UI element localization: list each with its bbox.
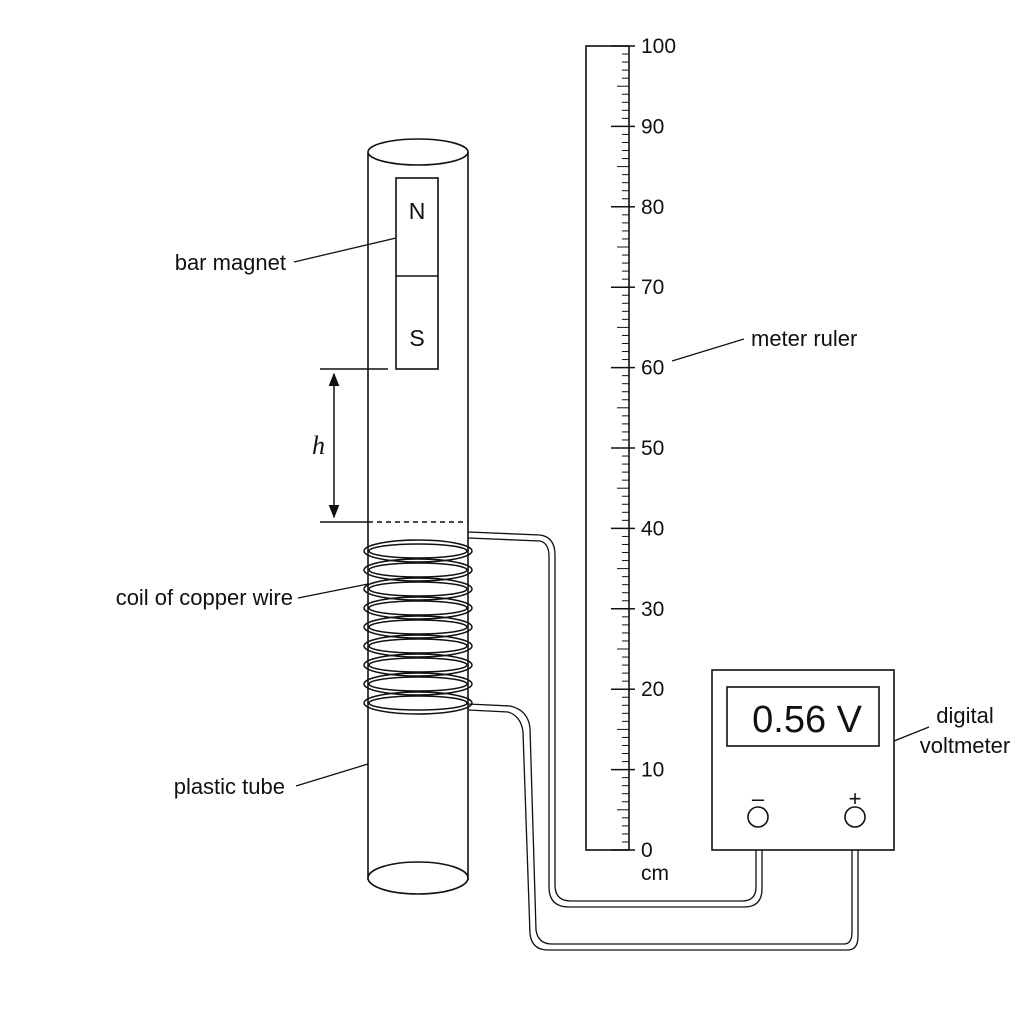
coil-turn-inner (368, 657, 468, 673)
coil-turn-inner (368, 695, 468, 711)
coil-turn-inner (368, 581, 468, 597)
voltmeter-reading: 0.56 V (752, 699, 863, 741)
voltmeter-label-line1: digital (936, 703, 993, 728)
plastic-tube (367, 138, 469, 895)
positive-terminal (844, 806, 866, 828)
ruler-tick-label: 100 (641, 35, 676, 58)
voltmeter-label-line2: voltmeter (920, 733, 1010, 758)
ruler-tick-label: 10 (641, 759, 664, 782)
height-indicator (320, 368, 468, 523)
ruler-tick-label: 20 (641, 678, 664, 701)
coil-turn (363, 539, 473, 563)
ruler-tick-label: 40 (641, 517, 664, 540)
coil-turn-inner (368, 562, 468, 578)
coil-turn-inner (368, 676, 468, 692)
coil-turn (363, 615, 473, 639)
coil-turn-inner (368, 543, 468, 559)
leader-lines (293, 237, 930, 787)
north-pole-label: N (409, 198, 426, 224)
negative-terminal-label: – (752, 786, 765, 811)
bar-magnet: N S (395, 177, 439, 370)
coil-turn (363, 653, 473, 677)
negative-terminal (747, 806, 769, 828)
ruler-tick-label: 80 (641, 196, 664, 219)
coil-turn (363, 672, 473, 696)
ruler-tick-label: 60 (641, 357, 664, 380)
ruler-tick-label: 90 (641, 115, 664, 138)
coil-label: coil of copper wire (116, 585, 293, 610)
voltmeter-display (726, 686, 880, 747)
meter-ruler: 0 10 20 30 40 50 60 70 80 90 100 (585, 35, 676, 862)
bar-magnet-label: bar magnet (175, 250, 286, 275)
copper-coil (363, 539, 473, 715)
meter-ruler-label: meter ruler (751, 326, 857, 351)
coil-turn (363, 691, 473, 715)
coil-turn (363, 596, 473, 620)
digital-voltmeter: 0.56 V – + (711, 669, 895, 851)
ruler-tick-label: 0 (641, 839, 653, 862)
coil-turn (363, 558, 473, 582)
ruler-tick-label: 70 (641, 276, 664, 299)
positive-terminal-label: + (849, 786, 862, 811)
coil-turn-inner (368, 619, 468, 635)
coil-turn (363, 634, 473, 658)
lead-wire-positive (467, 703, 859, 951)
ruler-tick-label: 50 (641, 437, 664, 460)
coil-turn-inner (368, 638, 468, 654)
ruler-tick-label: 30 (641, 598, 664, 621)
lead-wire-negative (467, 531, 763, 908)
plastic-tube-label: plastic tube (174, 774, 285, 799)
ruler-unit-label: cm (641, 862, 669, 885)
height-label: h (312, 431, 325, 460)
south-pole-label: S (409, 325, 424, 351)
coil-turn-inner (368, 600, 468, 616)
coil-turn (363, 577, 473, 601)
